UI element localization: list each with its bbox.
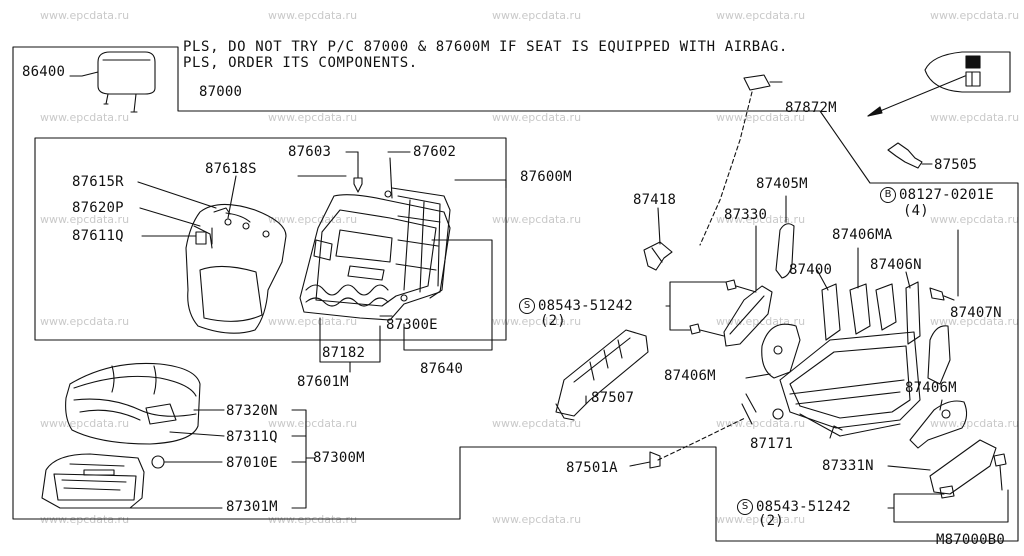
part-label-87300m[interactable]: 87300M	[313, 450, 365, 466]
recliner-cover-87330	[723, 225, 773, 347]
part-label-86400[interactable]: 86400	[22, 64, 66, 80]
watermark: www.epcdata.ru	[930, 315, 1020, 328]
bolt-symbol: B	[880, 187, 896, 203]
note-line-1: PLS, DO NOT TRY P/C 87000 & 87600M IF SE…	[183, 39, 788, 55]
watermark: www.epcdata.ru	[268, 213, 358, 226]
part-label-87406m-a[interactable]: 87406M	[664, 368, 716, 384]
watermark: www.epcdata.ru	[492, 111, 582, 124]
bracket-87640	[403, 239, 493, 351]
seat-frame-drawing	[772, 247, 921, 439]
watermark: www.epcdata.ru	[716, 513, 806, 526]
part-label-87501a[interactable]: 87501A	[566, 460, 618, 476]
cover-87872m	[699, 74, 783, 246]
part-label-87611q[interactable]: 87611Q	[72, 228, 124, 244]
part-label-87602[interactable]: 87602	[413, 144, 457, 160]
part-87407n	[927, 325, 951, 385]
part-label-08543-51242-a[interactable]: 08543-51242	[538, 298, 633, 314]
part-label-87301m[interactable]: 87301M	[226, 499, 278, 515]
plate-87406m-lower	[909, 399, 968, 449]
part-label-87311q[interactable]: 87311Q	[226, 429, 278, 445]
part-label-87620p[interactable]: 87620P	[72, 200, 124, 216]
watermark: www.epcdata.ru	[268, 9, 358, 22]
watermark: www.epcdata.ru	[716, 111, 806, 124]
part-label-87872m[interactable]: 87872M	[785, 100, 837, 116]
seat-cushion-cover-drawing	[65, 362, 201, 445]
watermark: www.epcdata.ru	[40, 9, 130, 22]
watermark: www.epcdata.ru	[930, 213, 1020, 226]
watermark: www.epcdata.ru	[492, 315, 582, 328]
watermark: www.epcdata.ru	[492, 213, 582, 226]
plate-87406m-upper	[745, 323, 801, 379]
headrest-drawing	[69, 51, 156, 113]
screw-symbol: S	[737, 499, 753, 515]
part-label-87320n[interactable]: 87320N	[226, 403, 278, 419]
seat-cushion-pad-drawing	[41, 453, 145, 509]
part-label-87406ma[interactable]: 87406MA	[832, 227, 893, 243]
watermark: www.epcdata.ru	[40, 315, 130, 328]
part-label-87406n[interactable]: 87406N	[870, 257, 922, 273]
outer-frame	[12, 46, 1019, 542]
watermark: www.epcdata.ru	[930, 417, 1020, 430]
screw-symbol: S	[519, 298, 535, 314]
vehicle-position-icon	[867, 51, 1011, 117]
seatback-frame-drawing	[299, 151, 451, 321]
note-line-2: PLS, ORDER ITS COMPONENTS.	[183, 55, 418, 71]
figure-code: M87000B0	[936, 532, 1006, 548]
part-label-87601m[interactable]: 87601M	[297, 374, 349, 390]
part-label-87010e[interactable]: 87010E	[226, 455, 278, 471]
watermark: www.epcdata.ru	[268, 417, 358, 430]
watermark: www.epcdata.ru	[930, 111, 1020, 124]
watermark: www.epcdata.ru	[492, 417, 582, 430]
part-label-08127-0201e[interactable]: 08127-0201E	[899, 187, 994, 203]
part-qty-08127: (4)	[903, 203, 929, 219]
screw-group-a	[665, 279, 757, 337]
bolt-08127	[929, 229, 959, 301]
part-label-87171[interactable]: 87171	[750, 436, 794, 452]
part-label-87505[interactable]: 87505	[934, 157, 978, 173]
watermark: www.epcdata.ru	[492, 513, 582, 526]
part-label-87330[interactable]: 87330	[724, 207, 768, 223]
part-label-87000[interactable]: 87000	[199, 84, 243, 100]
knob-87405m	[775, 195, 795, 279]
part-label-87600m[interactable]: 87600M	[520, 169, 572, 185]
part-label-87640[interactable]: 87640	[420, 361, 464, 377]
cover-87331n	[887, 439, 1007, 499]
latch-87418	[643, 207, 673, 271]
watermark: www.epcdata.ru	[716, 9, 806, 22]
watermark: www.epcdata.ru	[268, 315, 358, 328]
bracket-87300m	[291, 409, 307, 509]
part-qty-08543-a: (2)	[540, 313, 566, 329]
clip-87505	[887, 142, 933, 169]
part-label-87331n[interactable]: 87331N	[822, 458, 874, 474]
leader-87600m	[454, 179, 507, 189]
part-label-87405m[interactable]: 87405M	[756, 176, 808, 192]
watermark: www.epcdata.ru	[716, 213, 806, 226]
part-qty-08543-b: (2)	[758, 513, 784, 529]
part-label-87182[interactable]: 87182	[322, 345, 366, 361]
watermark: www.epcdata.ru	[716, 417, 806, 430]
ring-87010e	[151, 455, 165, 469]
seatback-frame	[34, 137, 507, 341]
part-label-87618s[interactable]: 87618S	[205, 161, 257, 177]
watermark: www.epcdata.ru	[40, 111, 130, 124]
rail-cover-87507	[555, 329, 649, 421]
watermark: www.epcdata.ru	[930, 9, 1020, 22]
part-label-08543-51242-b[interactable]: 08543-51242	[756, 499, 851, 515]
watermark: www.epcdata.ru	[40, 213, 130, 226]
watermark: www.epcdata.ru	[268, 111, 358, 124]
part-label-87407n[interactable]: 87407N	[950, 305, 1002, 321]
part-label-87603[interactable]: 87603	[288, 144, 332, 160]
part-label-87507[interactable]: 87507	[591, 390, 635, 406]
part-label-87615r[interactable]: 87615R	[72, 174, 124, 190]
seatback-cover-drawing	[185, 203, 287, 334]
part-label-87418[interactable]: 87418	[633, 192, 677, 208]
watermark: www.epcdata.ru	[40, 417, 130, 430]
part-label-87406m-b[interactable]: 87406M	[905, 380, 957, 396]
part-label-87300e[interactable]: 87300E	[386, 317, 438, 333]
clip-87501a	[629, 451, 661, 469]
watermark: www.epcdata.ru	[492, 9, 582, 22]
part-label-87400[interactable]: 87400	[789, 262, 833, 278]
